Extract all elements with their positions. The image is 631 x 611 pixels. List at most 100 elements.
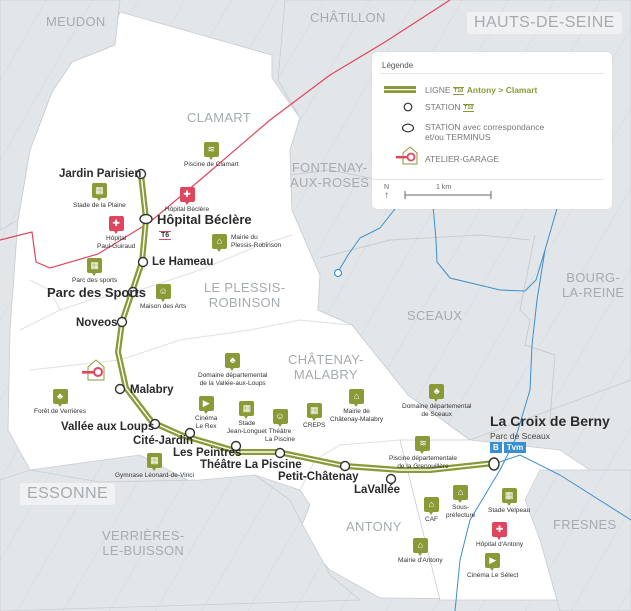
t10-badge: T10 — [452, 87, 465, 95]
station-jardin-parisien[interactable]: Jardin Parisien — [59, 168, 142, 180]
station-noveos[interactable]: Noveos — [76, 317, 118, 329]
station-marker-theatre-la-piscine — [274, 447, 286, 459]
poi-parc-des-sports[interactable]: ▦ Parc des sports — [72, 258, 118, 284]
station-le-hameau[interactable]: Le Hameau — [152, 256, 214, 268]
poi-piscine-de-clamart[interactable]: ≋ Piscine de Clamart — [184, 142, 239, 168]
pool-icon: ≋ — [203, 142, 219, 160]
legend-title: Légende — [382, 61, 414, 70]
station-marker-vallee-aux-loups — [149, 418, 161, 430]
legend-divider — [372, 179, 604, 180]
fresnes-area — [524, 469, 631, 611]
legend-atelier-garage-icon — [396, 146, 418, 165]
legend-station-row: STATION T10 — [425, 102, 475, 112]
poi-cinema-le-select[interactable]: ▶ Cinéma Le Sélect — [467, 553, 519, 579]
poi-stade-velpeau[interactable]: ▦ Stade Velpeau — [488, 488, 531, 514]
connection-badges: B Tvm — [490, 442, 527, 453]
department-label-hauts-de-seine: HAUTS-DE-SEINE — [467, 12, 622, 34]
station-marker-jardin-parisien — [135, 168, 147, 180]
station-la-croix-de-berny-subtitle: Parc de Sceaux — [490, 431, 551, 441]
poi-sous-prefecture[interactable]: ⌂ Sous- préfecture — [446, 485, 476, 519]
station-marker-malabry — [114, 383, 126, 395]
meudon-area — [0, 0, 121, 231]
poi-foret-de-verrieres[interactable]: ♣ Forêt de Verrières — [34, 389, 87, 415]
station-marker-parc-des-sports — [127, 286, 139, 298]
legend-station-circle-icon — [403, 102, 413, 112]
scale-bar — [404, 191, 492, 199]
commune-sceaux: SCEAUX — [407, 308, 463, 323]
t10-badge: T10 — [462, 104, 475, 112]
station-la-croix-de-berny[interactable]: La Croix de Berny — [490, 413, 610, 429]
rer-station-robinson — [333, 268, 343, 278]
station-theatre-la-piscine[interactable]: Théâtre La Piscine — [200, 459, 302, 471]
poi-mairie-du-plessis-robinson[interactable]: ⌂ Mairie du Plessis-Robinson — [212, 234, 281, 252]
commune-clamart: CLAMART — [187, 110, 251, 125]
legend-terminus-ellipse-icon — [401, 123, 415, 133]
rer-b-branch — [432, 119, 576, 292]
commune-fresnes: FRESNES — [553, 517, 617, 532]
stadium-icon: ▦ — [91, 183, 107, 201]
legend-line-swatch-icon — [384, 86, 416, 93]
station-marker-lavallee — [385, 473, 397, 485]
stadium-icon: ▦ — [239, 401, 255, 419]
station-marker-noveos — [116, 316, 128, 328]
poi-mairie-de-chatenay-malabry[interactable]: ⌂ Mairie de Châtenay-Malabry — [330, 389, 384, 423]
station-petit-chatenay[interactable]: Petit-Châtenay — [278, 471, 359, 483]
poi-hopital-beclere[interactable]: ✚ Hôpital Béclère — [165, 187, 210, 213]
poi-stade-de-la-plaine[interactable]: ▦ Stade de la Plaine — [73, 183, 126, 209]
town-hall-icon: ⌂ — [412, 538, 428, 556]
commune-chatenay-malabry: CHÂTENAY- MALABRY — [288, 352, 364, 382]
station-les-peintres[interactable]: Les Peintres — [173, 447, 242, 459]
commune-fontenay-aux-roses: FONTENAY- AUX-ROSES — [290, 160, 370, 190]
poi-domaine-vallee-aux-loups[interactable]: ♣ Domaine départemental de la Vallée-aux… — [198, 353, 268, 387]
poi-piscine-grenouillere[interactable]: ≋ Piscine départementale de la Grenouill… — [389, 436, 457, 470]
poi-stade-jean-longuet[interactable]: ▦ Stade Jean-Longuet — [227, 401, 267, 435]
poi-gymnase-leonard-de-vinci[interactable]: ▦ Gymnase Léonard-de-Vinci — [115, 453, 195, 479]
poi-mairie-d-antony[interactable]: ⌂ Mairie d'Antony — [398, 538, 443, 564]
commune-verrieres-le-buisson: VERRIÈRES- LE-BUISSON — [102, 528, 185, 558]
station-marker-cite-jardin — [184, 427, 196, 439]
town-hall-icon: ⌂ — [212, 234, 227, 252]
commune-chatillon: CHÂTILLON — [310, 10, 386, 25]
stadium-icon: ▦ — [501, 488, 517, 506]
station-parc-des-sports[interactable]: Parc des Sports — [47, 285, 146, 300]
station-hopital-beclere[interactable]: Hôpital Béclère — [157, 212, 252, 227]
department-label-essonne: ESSONNE — [20, 483, 116, 505]
station-malabry[interactable]: Malabry — [130, 384, 174, 396]
legend-divider — [380, 73, 604, 74]
commune-le-plessis-robinson: LE PLESSIS- ROBINSON — [204, 280, 286, 310]
town-hall-icon: ⌂ — [453, 485, 469, 503]
commune-meudon: MEUDON — [46, 14, 106, 29]
station-vallee-aux-loups[interactable]: Vallée aux Loups — [61, 421, 155, 433]
theatre-icon: ☺ — [272, 409, 288, 427]
scale-label: 1 km — [436, 184, 452, 191]
poi-cinema-le-rex[interactable]: ▶ Cinéma Le Rex — [195, 396, 218, 430]
cinema-icon: ▶ — [198, 396, 214, 414]
poi-caf[interactable]: ⌂ CAF — [424, 497, 439, 523]
tvm-badge: Tvm — [503, 442, 527, 453]
station-cite-jardin[interactable]: Cité-Jardin — [133, 435, 194, 447]
stadium-icon: ▦ — [306, 403, 322, 421]
legend-atelier-row: ATELIER-GARAGE — [425, 154, 499, 164]
station-lavallee[interactable]: LaVallée — [354, 484, 401, 496]
park-icon: ♣ — [429, 384, 445, 402]
poi-hopital-paul-guiraud[interactable]: ✚ Hôpital Paul-Guiraud — [97, 216, 136, 250]
cinema-icon: ▶ — [485, 553, 501, 571]
rer-b-badge: B — [490, 442, 502, 453]
park-icon: ♣ — [52, 389, 68, 407]
north-arrow-icon: ↑ — [384, 190, 390, 201]
poi-hopital-d-antony[interactable]: ✚ Hôpital d'Antony — [476, 522, 524, 548]
park-icon: ♣ — [225, 353, 241, 371]
poi-creps[interactable]: ▦ CREPS — [303, 403, 326, 429]
commune-bourg-la-reine: BOURG- LA-REINE — [562, 270, 625, 300]
poi-maison-des-arts[interactable]: ☺ Maison des Arts — [140, 284, 187, 310]
legend-terminus-row: STATION avec correspondance et/ou TERMIN… — [425, 122, 545, 142]
poi-theatre-la-piscine[interactable]: ☺ Théâtre La Piscine — [265, 409, 295, 443]
atelier-garage-icon — [82, 359, 105, 381]
tvm-line — [493, 454, 631, 521]
t6-connection-badge: T6 — [159, 231, 172, 240]
town-hall-icon: ⌂ — [424, 497, 439, 515]
poi-domaine-de-sceaux[interactable]: ♣ Domaine départemental de Sceaux — [402, 384, 472, 418]
station-marker-petit-chatenay — [339, 460, 351, 472]
stadium-icon: ▦ — [147, 453, 162, 471]
